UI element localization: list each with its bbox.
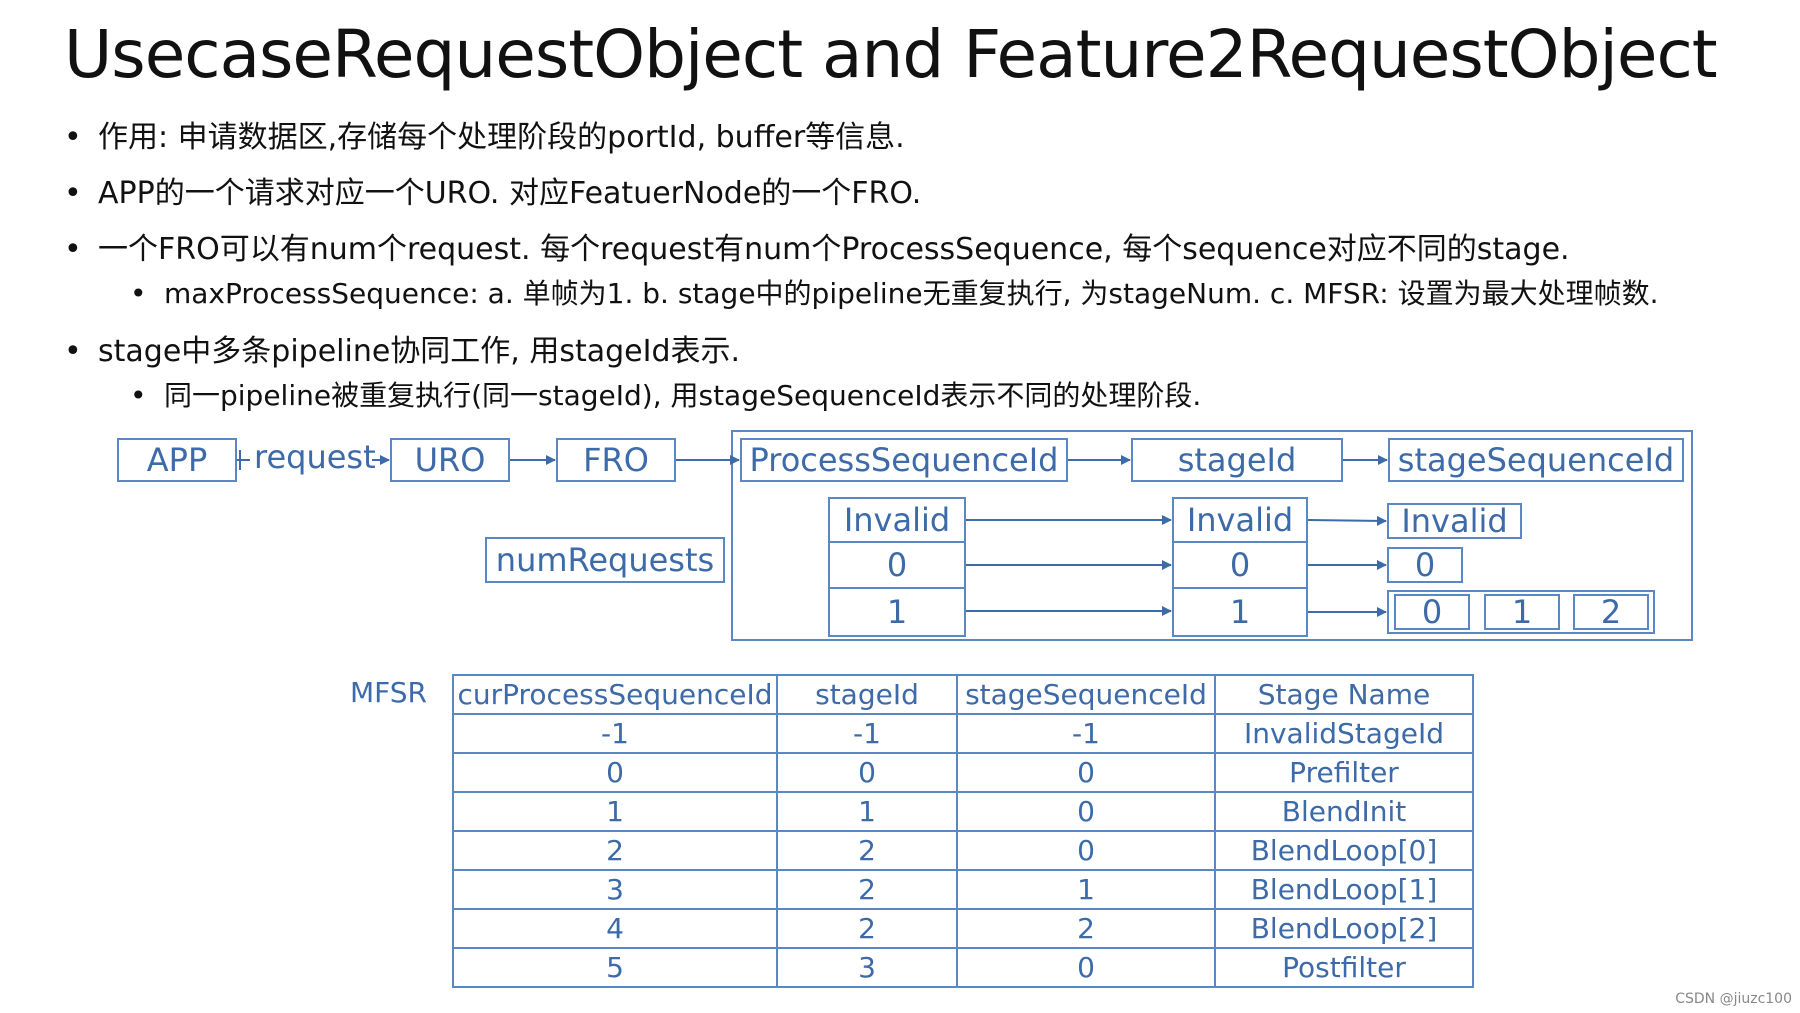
ssid-multi-cell-1: 1: [1484, 593, 1560, 631]
cell-stage-name: BlendInit: [1214, 791, 1474, 832]
cell-stage-name: Prefilter: [1214, 752, 1474, 793]
cell-stage-id: -1: [776, 713, 958, 754]
cell-cur-process-sequence-id: 5: [452, 947, 778, 988]
cell-cur-process-sequence-id: 2: [452, 830, 778, 871]
cell-stage-sequence-id: -1: [956, 713, 1216, 754]
ssid-multi-group: [1387, 590, 1655, 634]
ssid-invalid-cell: Invalid: [1387, 502, 1522, 540]
sub-bullet-stage-sequence: • 同一pipeline被重复执行(同一stageId), 用stageSeque…: [130, 374, 1201, 414]
ssid-zero-cell: 0: [1387, 546, 1463, 584]
bullet-dot: •: [130, 277, 147, 310]
cell-stage-id: 2: [776, 908, 958, 949]
sub-bullet-max-process-sequence: • maxProcessSequence: a. 单帧为1. b. stage中的…: [130, 272, 1659, 312]
app-box: APP: [117, 438, 237, 482]
header-stage-name: Stage Name: [1214, 674, 1474, 715]
cell-stage-sequence-id: 0: [956, 947, 1216, 988]
process-sequence-id-box: ProcessSequenceId: [740, 438, 1068, 482]
cell-cur-process-sequence-id: 4: [452, 908, 778, 949]
bullet-dot: •: [64, 334, 82, 369]
stageid-zero-cell: 0: [1172, 541, 1308, 589]
stage-sequence-id-box: stageSequenceId: [1388, 438, 1684, 482]
bullet-text: 一个FRO可以有num个request. 每个request有num个Proce…: [98, 232, 1570, 267]
table-row: 3 2 1 BlendLoop[1]: [452, 869, 1474, 910]
bullet-text: stage中多条pipeline协同工作, 用stageId表示.: [98, 334, 741, 369]
bullet-app-uro: • APP的一个请求对应一个URO. 对应FeatuerNode的一个FRO.: [64, 168, 921, 212]
bullet-text: maxProcessSequence: a. 单帧为1. b. stage中的p…: [164, 277, 1659, 310]
stageid-one-cell: 1: [1172, 587, 1308, 637]
bullet-purpose: • 作用: 申请数据区,存储每个处理阶段的portId, buffer等信息.: [64, 112, 905, 156]
bullet-text: 同一pipeline被重复执行(同一stageId), 用stageSequen…: [164, 379, 1202, 412]
cell-stage-sequence-id: 0: [956, 791, 1216, 832]
stage-id-box: stageId: [1131, 438, 1343, 482]
cell-stage-name: BlendLoop[1]: [1214, 869, 1474, 910]
watermark-text: CSDN @jiuzc100: [1675, 991, 1792, 1007]
fro-box: FRO: [556, 438, 676, 482]
table-row: 4 2 2 BlendLoop[2]: [452, 908, 1474, 949]
bullet-fro: • 一个FRO可以有num个request. 每个request有num个Proc…: [64, 224, 1570, 268]
header-stage-sequence-id: stageSequenceId: [956, 674, 1216, 715]
table-row: 1 1 0 BlendInit: [452, 791, 1474, 832]
cell-stage-name: InvalidStageId: [1214, 713, 1474, 754]
bullet-dot: •: [64, 232, 82, 267]
header-cur-process-sequence-id: curProcessSequenceId: [452, 674, 778, 715]
bullet-text: APP的一个请求对应一个URO. 对应FeatuerNode的一个FRO.: [98, 176, 922, 211]
request-label: request: [254, 438, 376, 476]
cell-stage-id: 2: [776, 869, 958, 910]
ssid-multi-cell-0: 0: [1394, 593, 1470, 631]
cell-stage-sequence-id: 2: [956, 908, 1216, 949]
header-stage-id: stageId: [776, 674, 958, 715]
cell-stage-id: 2: [776, 830, 958, 871]
num-requests-box: numRequests: [485, 537, 725, 583]
cell-stage-sequence-id: 0: [956, 830, 1216, 871]
table-row: 5 3 0 Postfilter: [452, 947, 1474, 988]
bullet-dot: •: [64, 176, 82, 211]
bullet-stage: • stage中多条pipeline协同工作, 用stageId表示.: [64, 326, 740, 370]
cell-stage-name: BlendLoop[2]: [1214, 908, 1474, 949]
sequence-panel: [731, 430, 1693, 641]
cell-cur-process-sequence-id: -1: [452, 713, 778, 754]
cell-stage-sequence-id: 0: [956, 752, 1216, 793]
cell-stage-name: BlendLoop[0]: [1214, 830, 1474, 871]
table-row: 0 0 0 Prefilter: [452, 752, 1474, 793]
bullet-dot: •: [130, 379, 147, 412]
cell-stage-id: 0: [776, 752, 958, 793]
uro-box: URO: [390, 438, 510, 482]
mfsr-label: MFSR: [350, 676, 427, 709]
cell-stage-sequence-id: 1: [956, 869, 1216, 910]
cell-cur-process-sequence-id: 0: [452, 752, 778, 793]
bullet-text: 作用: 申请数据区,存储每个处理阶段的portId, buffer等信息.: [98, 120, 905, 155]
stageid-invalid-cell: Invalid: [1172, 497, 1308, 543]
table-row: -1 -1 -1 InvalidStageId: [452, 713, 1474, 754]
table-row: 2 2 0 BlendLoop[0]: [452, 830, 1474, 871]
cell-stage-id: 3: [776, 947, 958, 988]
page-title: UsecaseRequestObject and Feature2Request…: [64, 16, 1718, 93]
cell-stage-name: Postfilter: [1214, 947, 1474, 988]
cell-stage-id: 1: [776, 791, 958, 832]
cell-cur-process-sequence-id: 3: [452, 869, 778, 910]
mfsr-header-row: curProcessSequenceId stageId stageSequen…: [452, 674, 1474, 715]
bullet-dot: •: [64, 120, 82, 155]
cell-cur-process-sequence-id: 1: [452, 791, 778, 832]
psid-invalid-cell: Invalid: [828, 497, 966, 543]
mfsr-table: curProcessSequenceId stageId stageSequen…: [452, 674, 1474, 988]
psid-one-cell: 1: [828, 587, 966, 637]
ssid-multi-cell-2: 2: [1573, 593, 1649, 631]
psid-zero-cell: 0: [828, 541, 966, 589]
